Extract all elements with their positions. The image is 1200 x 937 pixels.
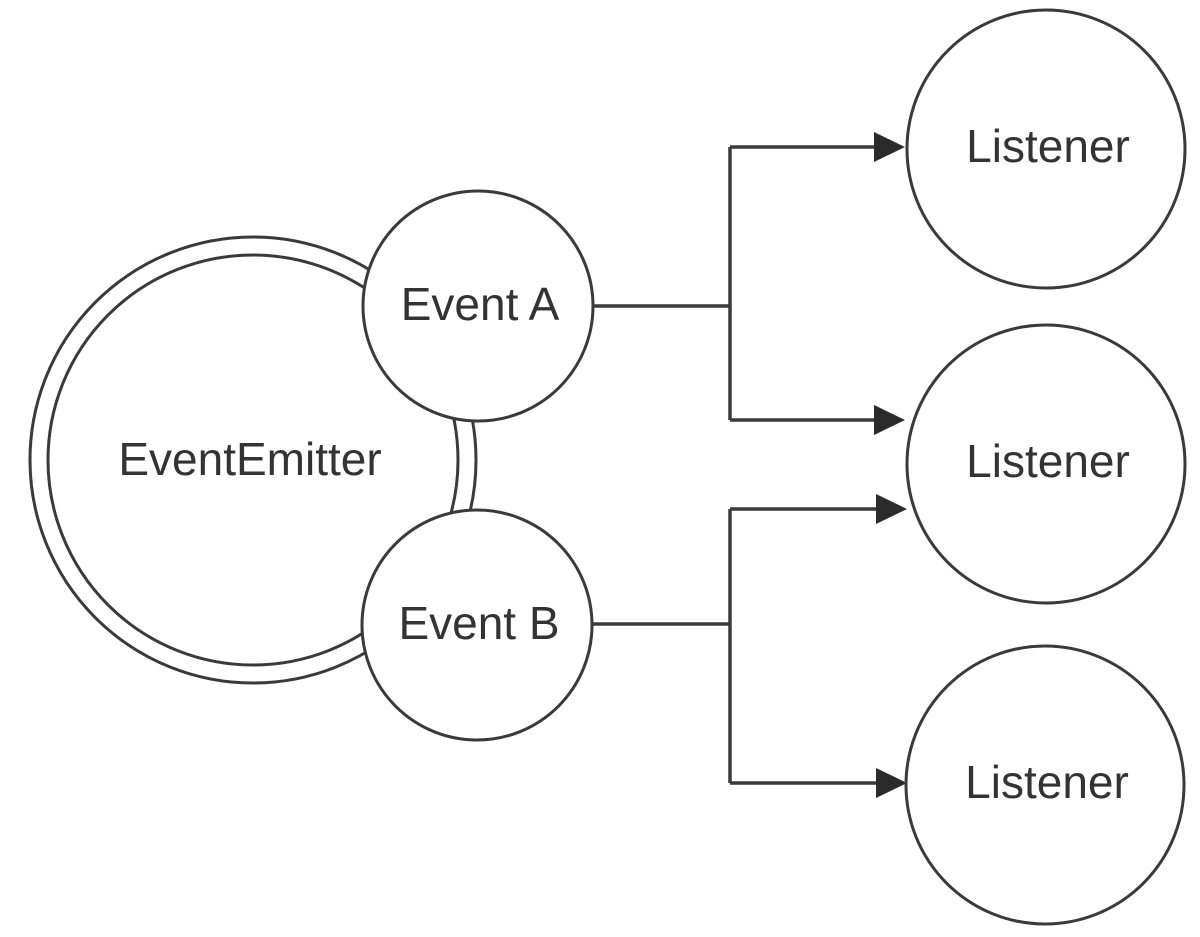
node-event-a[interactable]: Event A [361,189,595,423]
listener-3-label: Listener [965,756,1129,808]
arrowhead-to-listener-3 [876,768,907,798]
node-listener-2[interactable]: Listener [905,323,1187,605]
arrowhead-b-to-listener-2 [876,494,907,524]
arrowhead-a-to-listener-2 [874,405,905,435]
event-a-label: Event A [401,278,560,330]
listener-2-label: Listener [966,435,1130,487]
event-b-label: Event B [398,597,559,649]
eventemitter-inner-circle [46,253,460,667]
node-listener-3[interactable]: Listener [904,644,1186,926]
node-event-b[interactable]: Event B [360,508,594,742]
edge-event-a-fanout [593,132,905,435]
listener-2-circle [905,323,1187,605]
listener-1-label: Listener [966,120,1130,172]
eventemitter-label: EventEmitter [118,433,381,485]
edge-event-b-fanout [592,494,907,798]
event-a-circle [361,189,595,423]
node-eventemitter[interactable] [28,235,478,685]
listener-1-circle [905,8,1187,290]
node-listener-1[interactable]: Listener [905,8,1187,290]
arrowhead-to-listener-1 [874,132,905,162]
event-b-circle [360,508,594,742]
listener-3-circle [904,644,1186,926]
